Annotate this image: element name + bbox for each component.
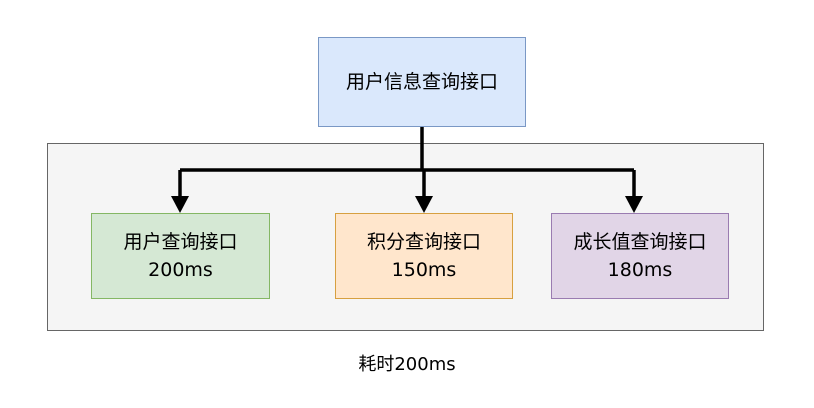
child-node-points-query-api: 积分查询接口 150ms [335, 213, 513, 299]
top-node-label: 用户信息查询接口 [345, 71, 498, 93]
child-node-growth-query-api: 成长值查询接口 180ms [551, 213, 729, 299]
top-node-user-info-api: 用户信息查询接口 [318, 37, 526, 127]
child-node-label: 成长值查询接口 [573, 231, 707, 253]
arrowhead-1 [171, 196, 189, 213]
child-node-user-query-api: 用户查询接口 200ms [91, 213, 270, 299]
child-node-label: 积分查询接口 [366, 231, 481, 253]
child-node-time: 200ms [148, 259, 213, 281]
arrowhead-2 [415, 196, 433, 213]
arrowhead-3 [625, 196, 643, 213]
child-node-label: 用户查询接口 [123, 231, 238, 253]
total-time-caption: 耗时200ms [358, 354, 456, 375]
child-node-time: 180ms [607, 259, 673, 281]
child-node-time: 150ms [391, 259, 457, 281]
